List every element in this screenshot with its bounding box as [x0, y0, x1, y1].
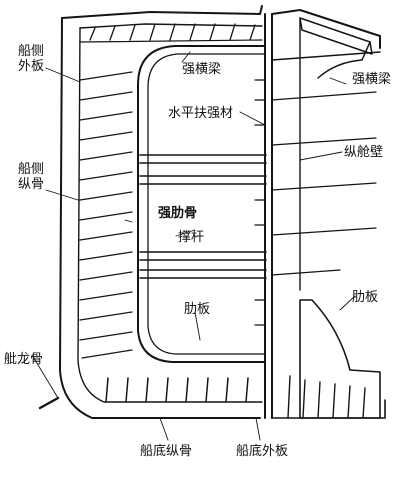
deck-outline [61, 5, 263, 19]
horizontal-stiffeners [254, 79, 266, 326]
strut-upper [139, 154, 267, 164]
label-web-beam-inner: 强横梁 [182, 62, 222, 77]
bulkhead-stiffeners [271, 91, 377, 276]
label-floor-outer: 肋板 [352, 290, 379, 305]
label-side-shell-plating: 船侧外板 [18, 44, 45, 74]
leader-lines [31, 51, 356, 441]
web-frame-ring-outer [137, 45, 266, 363]
outer-web-beam-bracket [317, 41, 371, 79]
strut-middle [139, 175, 267, 185]
outer-bottom-longitudinals [287, 375, 366, 419]
strut-bottom [139, 269, 267, 279]
bulkhead-plate [271, 17, 381, 291]
bilge-keel-line [38, 396, 60, 410]
label-horizontal-stiffener: 水平扶强材 [168, 106, 234, 121]
label-bottom-shell-plating: 船底外板 [236, 444, 289, 459]
outer-web-beam [299, 17, 373, 55]
side-shell-outline [59, 17, 261, 419]
label-side-longitudinal: 船侧纵骨 [18, 162, 45, 192]
web-frame-ring-inner [147, 53, 266, 355]
deck-underside [79, 23, 263, 29]
longitudinal-bulkhead-front [264, 13, 273, 419]
label-web-frame: 强肋骨 [158, 206, 198, 221]
inner-bottom-longitudinals [105, 377, 249, 403]
deck-longitudinals [89, 23, 256, 41]
side-longitudinals [79, 71, 133, 359]
label-bilge-keel: 舭龙骨 [4, 352, 44, 367]
label-web-beam-outer: 强横梁 [352, 72, 392, 87]
label-bottom-longitudinal: 船底纵骨 [140, 444, 193, 459]
longitudinal-bulkhead-top [271, 9, 381, 49]
side-shell-inner-line [77, 27, 263, 403]
deck-beam-line [79, 39, 263, 43]
label-longitudinal-bulkhead: 纵舱壁 [344, 145, 384, 160]
bottom-shell-outer [271, 399, 386, 419]
label-strut: 撑杆 [178, 230, 205, 245]
strut-lower [139, 251, 267, 261]
label-floor-inner: 肋板 [184, 302, 211, 317]
outer-floor-bracket [299, 299, 381, 419]
